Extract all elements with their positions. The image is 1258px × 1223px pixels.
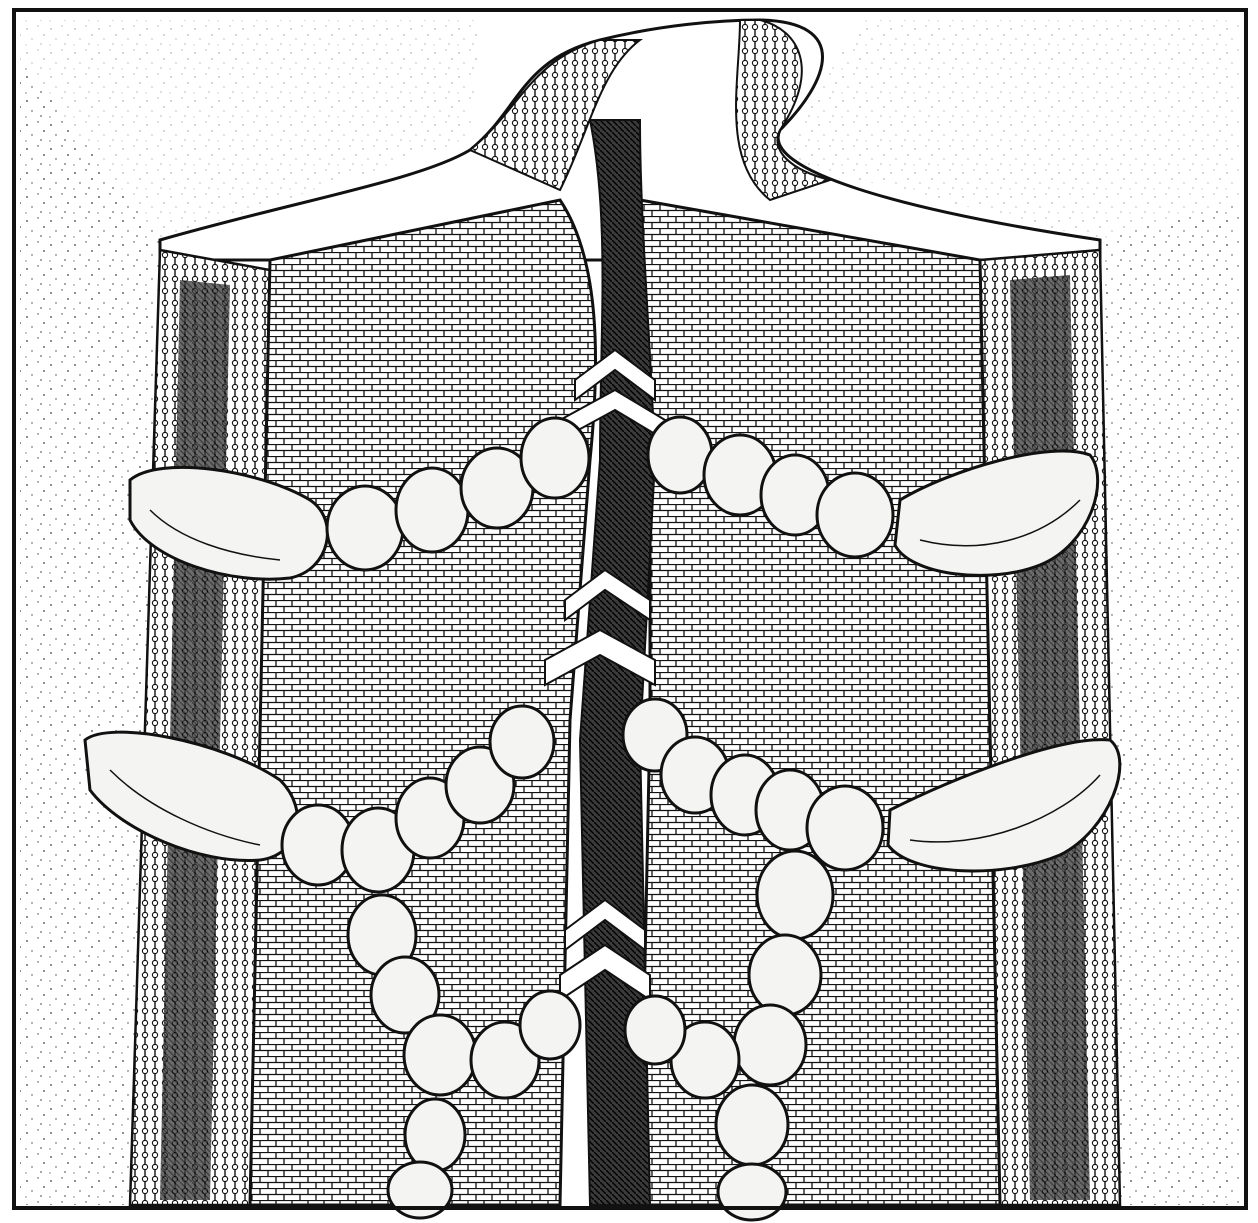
right-bilayer-edge	[980, 250, 1120, 1205]
